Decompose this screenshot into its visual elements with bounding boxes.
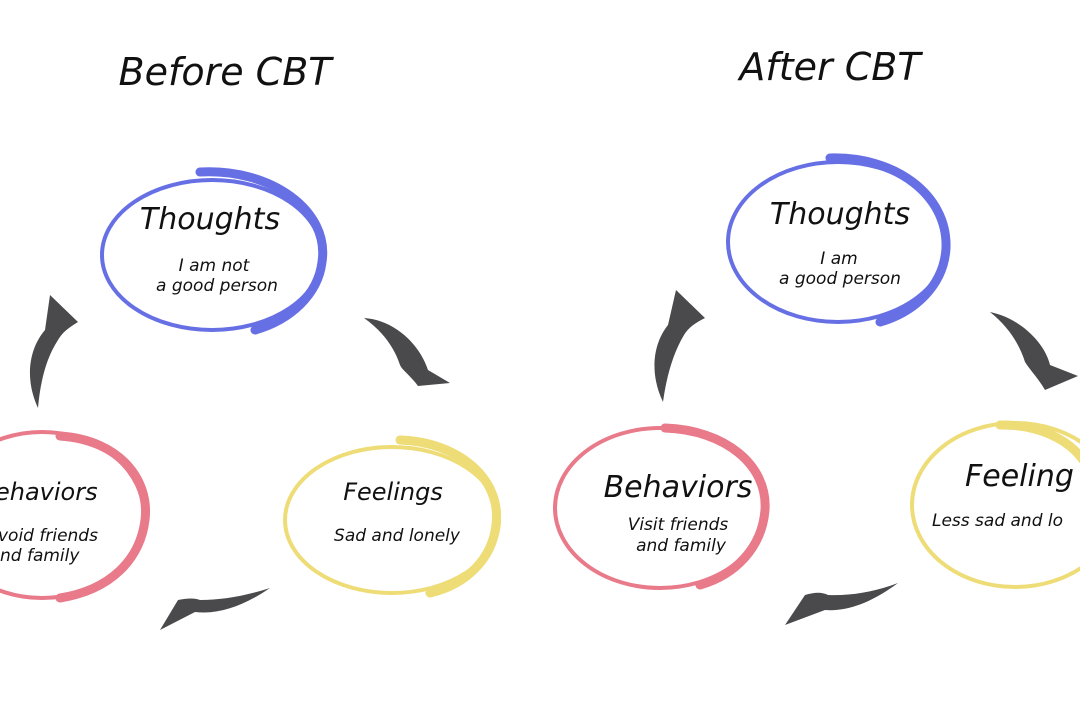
after-arrow-thoughts-to-feelings: [990, 312, 1078, 390]
before-arrow-behaviors-to-thoughts: [29, 295, 78, 408]
before-arrow-feelings-to-behaviors: [160, 588, 270, 630]
before-arrow-thoughts-to-feelings: [364, 318, 450, 386]
after-behaviors-title: Behaviors: [604, 470, 753, 505]
after-thoughts-line2: a good person: [779, 269, 901, 289]
before-thoughts-brush: [195, 167, 328, 335]
before-behaviors-line1: void friends: [0, 526, 98, 546]
after-thoughts-title: Thoughts: [770, 197, 910, 232]
before-thoughts-node: Thoughts I am not a good person: [100, 167, 328, 335]
before-title: Before CBT: [119, 50, 335, 94]
after-feelings-node: Feeling Less sad and lo: [910, 420, 1080, 589]
after-thoughts-brush: [825, 153, 951, 327]
before-behaviors-title: ehaviors: [0, 478, 98, 506]
before-feelings-brush: [395, 435, 502, 598]
before-thoughts-line1: I am not: [179, 256, 251, 276]
after-behaviors-brush: [660, 423, 770, 590]
before-thoughts-title: Thoughts: [140, 202, 280, 237]
after-behaviors-line2: and family: [636, 536, 727, 556]
after-feelings-title: Feeling: [965, 459, 1074, 494]
before-feelings-line1: Sad and lonely: [334, 526, 461, 546]
before-behaviors-line2: nd family: [0, 546, 80, 566]
after-title: After CBT: [736, 45, 923, 89]
before-thoughts-line2: a good person: [156, 276, 278, 296]
after-feelings-brush: [995, 420, 1080, 464]
after-feelings-ring: [910, 421, 1080, 589]
after-thoughts-line1: I am: [820, 249, 857, 269]
after-arrow-feelings-to-behaviors: [785, 583, 898, 625]
after-behaviors-node: Behaviors Visit friends and family: [553, 423, 770, 590]
before-feelings-node: Feelings Sad and lonely: [283, 435, 502, 598]
before-behaviors-brush: [55, 431, 151, 603]
before-behaviors-node: ehaviors void friends nd family: [0, 430, 151, 603]
after-panel: After CBT Thoughts I am a good person Be…: [553, 45, 1080, 625]
after-arrow-behaviors-to-thoughts: [654, 290, 705, 402]
after-thoughts-node: Thoughts I am a good person: [726, 153, 951, 327]
after-feelings-line1: Less sad and lo: [932, 511, 1063, 531]
after-behaviors-line1: Visit friends: [628, 515, 729, 535]
before-panel: Before CBT Thoughts I am not a good pers…: [0, 50, 502, 630]
before-feelings-title: Feelings: [343, 478, 443, 506]
